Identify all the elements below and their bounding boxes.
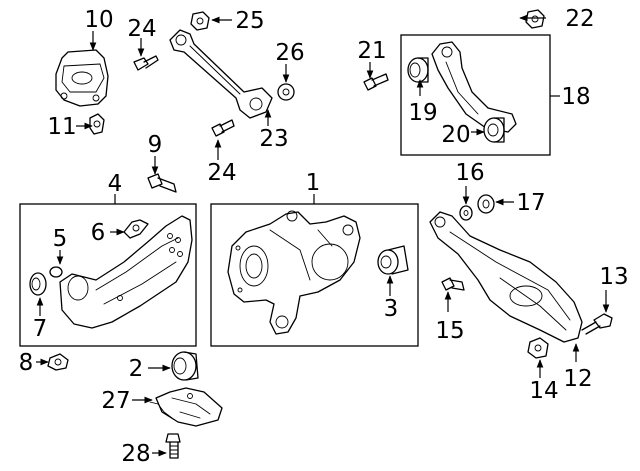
callout-19: 19 — [408, 100, 437, 126]
callout-15: 15 — [435, 318, 464, 344]
callout-24-upper: 24 — [127, 16, 156, 42]
part-lateral-link — [169, 29, 273, 119]
callout-2: 2 — [129, 356, 144, 382]
part-bolt-24-upper — [133, 55, 159, 71]
part-clip-11 — [89, 113, 105, 135]
part-bushing-2 — [171, 351, 199, 381]
callout-7: 7 — [33, 316, 48, 342]
part-upper-control-arm — [431, 41, 517, 133]
callout-labels: 1 2 3 4 5 6 7 8 9 10 11 12 13 14 15 16 1… — [19, 6, 629, 467]
callout-26: 26 — [275, 40, 304, 66]
part-strut-mount — [55, 49, 109, 107]
part-bushing-3 — [377, 245, 409, 275]
part-bushing-20 — [483, 117, 505, 143]
group-box-trailing-arm — [19, 203, 197, 347]
part-nut-25 — [190, 11, 210, 31]
callout-24-lower: 24 — [207, 160, 236, 186]
part-bushing-26 — [277, 83, 295, 101]
callout-20: 20 — [441, 122, 470, 148]
part-bolt-28 — [165, 433, 181, 459]
part-bushing-17 — [477, 194, 495, 214]
part-knuckle — [227, 210, 361, 335]
part-washer-16 — [459, 205, 473, 221]
leader-lines — [36, 14, 610, 457]
part-bolt-15 — [441, 277, 465, 291]
callout-16: 16 — [455, 160, 484, 186]
part-nut-22 — [525, 9, 545, 29]
part-lower-control-arm — [429, 211, 583, 343]
callout-17: 17 — [516, 190, 545, 216]
callout-9: 9 — [148, 132, 163, 158]
part-bolt-9 — [147, 173, 177, 193]
callout-1: 1 — [306, 170, 321, 196]
callout-27: 27 — [101, 388, 130, 414]
callout-13: 13 — [599, 264, 628, 290]
part-bracket-27 — [149, 387, 223, 427]
part-bolt-24-lower — [211, 119, 235, 137]
part-trailing-arm — [59, 215, 193, 329]
callout-12: 12 — [563, 366, 592, 392]
callout-28: 28 — [121, 441, 150, 467]
group-box-upper-arm — [400, 34, 551, 156]
callout-14: 14 — [529, 378, 558, 404]
callout-10: 10 — [84, 7, 113, 33]
callout-25: 25 — [235, 8, 264, 34]
part-nut-8 — [47, 353, 69, 371]
callout-6: 6 — [91, 220, 106, 246]
part-clip-6 — [123, 219, 149, 239]
callout-18: 18 — [561, 84, 590, 110]
part-bolt-13 — [581, 313, 613, 335]
part-nut-14 — [527, 337, 549, 359]
callout-22: 22 — [565, 6, 594, 32]
callout-3: 3 — [384, 296, 399, 322]
callout-11: 11 — [47, 114, 76, 140]
callout-4: 4 — [108, 171, 123, 197]
part-bolt-21 — [363, 73, 389, 91]
callout-5: 5 — [53, 226, 68, 252]
part-bushing-7 — [29, 272, 47, 296]
part-bushing-19 — [407, 57, 429, 83]
callout-23: 23 — [259, 126, 288, 152]
callout-21: 21 — [357, 38, 386, 64]
part-bushing-5 — [49, 266, 63, 278]
callout-8: 8 — [19, 350, 34, 376]
